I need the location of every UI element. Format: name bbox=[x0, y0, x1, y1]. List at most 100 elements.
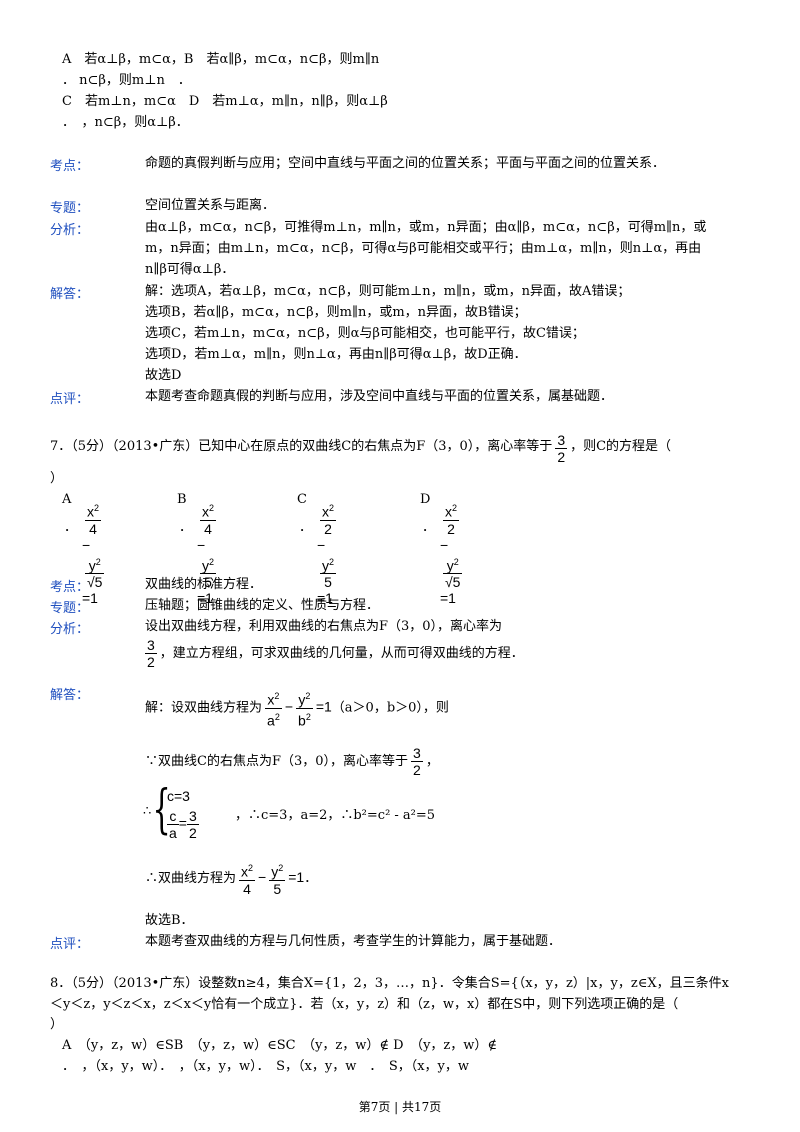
option-letter: B bbox=[177, 492, 187, 507]
page-footer: 第7页 | 共17页 bbox=[358, 1100, 442, 1114]
q6-options-row2: ． n⊂β，则m⊥n ． bbox=[62, 73, 191, 88]
equals-one: =1 bbox=[82, 590, 98, 607]
sq: 2 bbox=[329, 556, 335, 567]
y-var: y bbox=[322, 557, 329, 574]
sq: 2 bbox=[274, 711, 280, 722]
frac-den: 2 bbox=[147, 654, 155, 670]
q7-fenxi-1: 设出双曲线方程，利用双曲线的右焦点为F（3，0），离心率为 bbox=[145, 619, 503, 634]
sq: 2 bbox=[94, 503, 100, 513]
q7-stem-b: ，则C的方程是（ bbox=[570, 439, 672, 454]
den-a: 4 bbox=[89, 520, 97, 537]
q6-jieda-4: 选项D，若m⊥α，m∥n，则n⊥α，再由n∥β可得α⊥β，故D正确． bbox=[145, 347, 527, 362]
q7-fenxi-label: 分析： bbox=[50, 622, 90, 637]
frac-den: 2 bbox=[188, 825, 197, 841]
q7-stem: 7．（5分）（2013•广东）已知中心在原点的双曲线C的右焦点为F（3，0），离… bbox=[50, 432, 671, 465]
q6-fenxi-1: 由α⊥β，m⊂α，n⊂β，可推得m⊥n，m∥n，或m，n异面；由α∥β，m⊂α，… bbox=[145, 220, 707, 235]
q6-zhuanti: 空间位置关系与距离． bbox=[145, 198, 276, 213]
equals: = bbox=[178, 815, 187, 831]
x-var: x bbox=[87, 503, 94, 520]
den-b: 5 bbox=[324, 574, 332, 591]
q7-jieda-5: 故选B． bbox=[145, 913, 194, 928]
a-var: a bbox=[169, 825, 177, 841]
q7-jieda-2b: ， bbox=[425, 754, 439, 769]
y-var: y bbox=[202, 557, 209, 574]
minus-sign: − bbox=[317, 536, 326, 553]
therefore-sign: ∴ bbox=[143, 804, 152, 819]
q6-kaodian: 命题的真假判断与应用；空间中直线与平面之间的位置关系；平面与平面之间的位置关系． bbox=[145, 156, 666, 171]
q7-zhuanti-label: 专题： bbox=[50, 601, 90, 616]
q6-jieda-3: 选项C，若m⊥n，m⊂α，n⊂β，则α与β可能相交，也可能平行，故C错误； bbox=[145, 326, 585, 341]
q6-jieda-1: 解：选项A，若α⊥β，m⊂α，n⊂β，则可能m⊥n，m∥n，或m，n异面，故A错… bbox=[145, 284, 631, 299]
q8-stem-1: 8．（5分）（2013•广东）设整数n≥4，集合X={1，2，3，…，n}．令集… bbox=[50, 976, 729, 991]
y-var: y bbox=[298, 691, 306, 708]
q7-kaodian: 双曲线的标准方程． bbox=[145, 577, 263, 592]
option-dot: ． bbox=[64, 520, 78, 535]
frac-num: 3 bbox=[145, 637, 157, 654]
q6-options-row1: A 若α⊥β，m⊂α，B 若α∥β，m⊂α，n⊂β，则m∥n bbox=[62, 52, 380, 67]
q7-frac-den: 2 bbox=[557, 449, 566, 465]
q6-fenxi-label: 分析： bbox=[50, 223, 90, 238]
minus-sign: − bbox=[82, 536, 91, 553]
q7-jieda-3: ，∴c=3，a=2，∴b²=c² - a²=5 bbox=[235, 808, 436, 823]
sq: 2 bbox=[305, 711, 311, 722]
x-var: x bbox=[445, 503, 452, 520]
sq: 2 bbox=[329, 503, 335, 513]
q8-options-row2: ． ，（x，y，w）． ，（x，y，w）． S，（x，y，w ． S，（x，y，… bbox=[62, 1059, 470, 1074]
q7-kaodian-label: 考点： bbox=[50, 580, 90, 595]
q6-fenxi-3: n∥β可得α⊥β． bbox=[145, 262, 235, 277]
x-var: x bbox=[202, 503, 209, 520]
q7-jieda-1a: 解：设双曲线方程为 bbox=[145, 700, 263, 716]
q8-stem-3: ） bbox=[50, 1017, 64, 1032]
q7-jieda-2a: ∵双曲线C的右焦点为F（3，0），离心率等于 bbox=[145, 754, 409, 769]
sq: 2 bbox=[278, 863, 284, 873]
minus-sign: − bbox=[258, 868, 267, 885]
q6-options-row4: ． ，n⊂β，则α⊥β． bbox=[62, 115, 189, 130]
option-letter: D bbox=[420, 492, 431, 507]
q8-options-row1: A （y，z，w）∈SB （y，z，w）∈SC （y，z，w）∉ D （y，z，… bbox=[62, 1038, 498, 1053]
sq: 2 bbox=[209, 556, 215, 567]
sq: 2 bbox=[95, 556, 101, 567]
q6-jieda-5: 故选D bbox=[145, 368, 182, 383]
sq: 2 bbox=[453, 556, 459, 567]
q6-options-row3: C 若m⊥n，m⊂α D 若m⊥α，m∥n，n∥β，则α⊥β bbox=[62, 94, 388, 109]
q6-kaodian-label: 考点： bbox=[50, 159, 90, 174]
q7-jieda-label: 解答： bbox=[50, 688, 90, 703]
y-var: y bbox=[271, 863, 279, 880]
q6-jieda-2: 选项B，若α∥β，m⊂α，n⊂β，则m∥n，或m，n异面，故B错误； bbox=[145, 305, 527, 320]
a-var: a bbox=[267, 712, 275, 729]
sq: 2 bbox=[452, 503, 458, 513]
x-var: x bbox=[267, 691, 275, 708]
q7-frac-num: 3 bbox=[555, 432, 568, 449]
q7-dianping: 本题考查双曲线的方程与几何性质，考查学生的计算能力，属于基础题． bbox=[145, 934, 562, 949]
sq: 2 bbox=[248, 863, 254, 873]
minus-sign: − bbox=[440, 536, 449, 553]
q8-stem-2: ＜y＜z，y＜z＜x，z＜x＜y恰有一个成立}．若（x，y，z）和（z，w，x）… bbox=[50, 997, 679, 1012]
q6-jieda-label: 解答： bbox=[50, 287, 90, 302]
den-5: 5 bbox=[273, 880, 282, 897]
sq: 2 bbox=[305, 691, 311, 701]
sys-line-1: c=3 bbox=[167, 788, 190, 804]
den-a: 4 bbox=[204, 520, 212, 537]
frac-num: 3 bbox=[411, 745, 423, 762]
q7-stem-a: 7．（5分）（2013•广东）已知中心在原点的双曲线C的右焦点为F（3，0），离… bbox=[50, 439, 553, 454]
q6-dianping-label: 点评： bbox=[50, 392, 90, 407]
equals-one: =1 bbox=[197, 590, 213, 607]
minus-sign: − bbox=[197, 536, 206, 553]
den-b: 5 bbox=[204, 574, 212, 591]
q7-jieda-1b: （a＞0，b＞0），则 bbox=[331, 700, 449, 716]
x-var: x bbox=[322, 503, 329, 520]
left-brace: { bbox=[152, 780, 171, 840]
q7-stem-c: ） bbox=[50, 471, 64, 486]
